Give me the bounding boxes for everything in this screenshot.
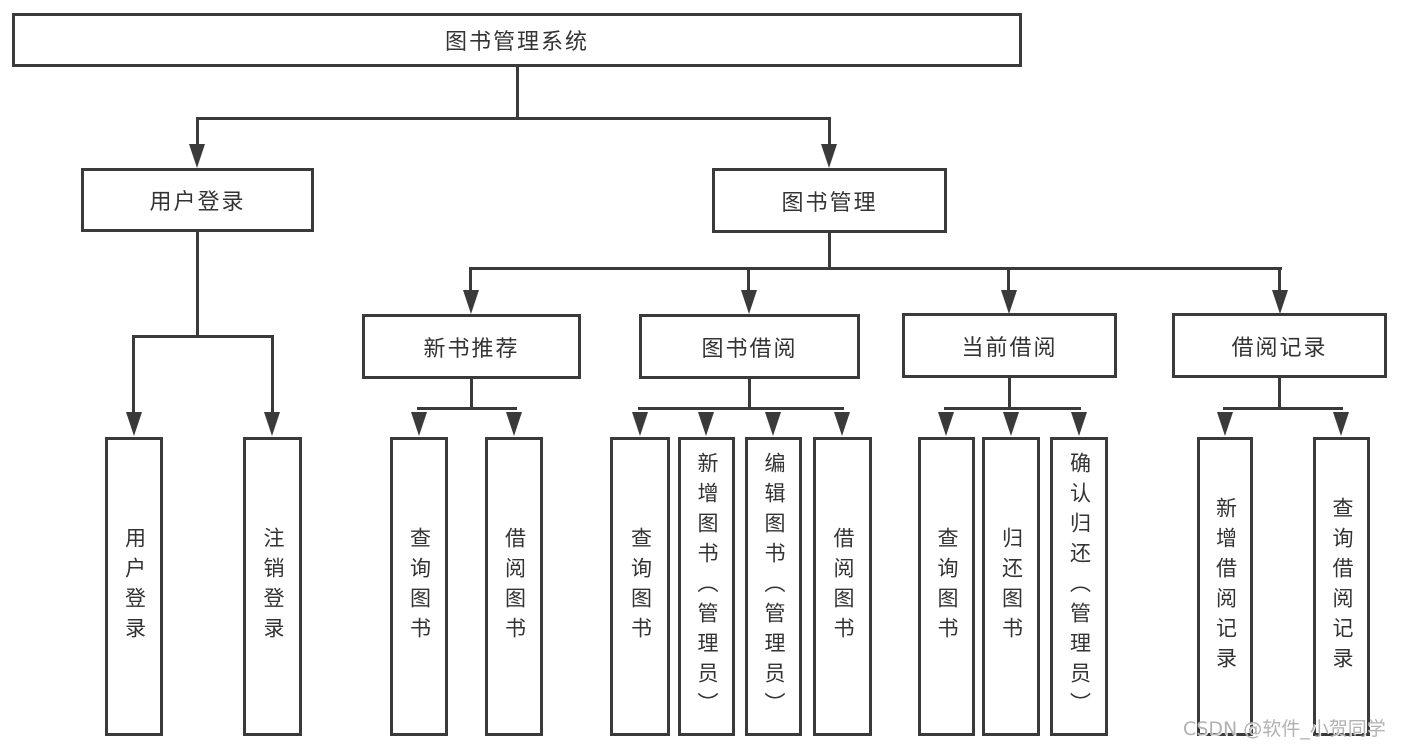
leaf-label: 查询借阅记录 <box>1330 496 1354 677</box>
arrow-down-icon <box>938 412 954 436</box>
leaf-label: 借阅图书 <box>831 526 855 647</box>
node-label: 用户登录 <box>149 190 246 215</box>
leaf-label: 注销登录 <box>261 526 285 647</box>
node-label: 图书管理 <box>781 190 878 216</box>
connector-hline <box>469 267 1282 270</box>
node-current-borrow: 当前借阅 <box>902 313 1117 378</box>
node-book-management: 图书管理 <box>712 168 947 233</box>
connector-hline <box>417 407 517 410</box>
leaf-return-books: 归还图书 <box>982 437 1040 736</box>
leaf-confirm-return-admin: 确认归还（管理员） <box>1050 437 1108 736</box>
arrow-down-icon <box>741 290 757 314</box>
leaf-query-books-borrow: 查询图书 <box>610 437 670 736</box>
connector-vline <box>470 379 473 409</box>
leaf-query-books-recommend: 查询图书 <box>390 437 448 736</box>
leaf-edit-books-admin: 编辑图书（管理员） <box>745 437 802 736</box>
connector-hline <box>1223 407 1343 410</box>
arrow-down-icon <box>1272 290 1288 314</box>
arrow-down-icon <box>632 412 648 436</box>
leaf-query-borrow-record: 查询借阅记录 <box>1313 437 1370 736</box>
node-borrow-records: 借阅记录 <box>1172 313 1387 378</box>
leaf-label: 用户登录 <box>122 526 147 647</box>
connector-vline <box>748 379 751 409</box>
leaf-label: 查询图书 <box>628 526 653 647</box>
leaf-borrow-books-recommend: 借阅图书 <box>485 437 543 736</box>
connector-vline <box>516 66 519 119</box>
leaf-query-books-current: 查询图书 <box>918 437 975 736</box>
arrow-down-icon <box>506 412 522 436</box>
arrow-down-icon <box>411 412 427 436</box>
arrow-down-icon <box>1071 412 1087 436</box>
connector-vline <box>196 232 199 338</box>
node-label: 新书推荐 <box>423 336 520 362</box>
connector-vline <box>1007 267 1010 295</box>
connector-vline <box>469 267 472 295</box>
leaf-label: 新增图书（管理员） <box>695 451 719 722</box>
arrow-down-icon <box>189 144 205 168</box>
arrow-down-icon <box>834 412 850 436</box>
leaf-label: 借阅图书 <box>502 526 527 647</box>
connector-vline <box>1008 378 1011 409</box>
arrow-down-icon <box>765 412 781 436</box>
connector-vline <box>1278 378 1281 409</box>
connector-vline <box>271 335 274 413</box>
leaf-add-books-admin: 新增图书（管理员） <box>678 437 735 736</box>
connector-hline <box>638 407 844 410</box>
node-new-book-recommend: 新书推荐 <box>362 314 581 379</box>
leaf-logout: 注销登录 <box>243 437 302 736</box>
node-library-management-system: 图书管理系统 <box>12 13 1022 67</box>
connector-vline <box>828 233 831 270</box>
leaf-label: 查询图书 <box>407 526 432 647</box>
leaf-user-login: 用户登录 <box>105 437 163 736</box>
leaf-label: 编辑图书（管理员） <box>762 451 786 722</box>
connector-vline <box>132 335 135 413</box>
leaf-label: 确认归还（管理员） <box>1067 451 1092 722</box>
node-book-borrow: 图书借阅 <box>639 314 860 379</box>
node-label: 图书借阅 <box>701 336 798 362</box>
connector-vline <box>828 117 831 147</box>
connector-hline <box>196 117 831 120</box>
arrow-down-icon <box>821 144 837 168</box>
arrow-down-icon <box>264 412 280 436</box>
arrow-down-icon <box>126 412 142 436</box>
node-label: 借阅记录 <box>1231 335 1328 361</box>
csdn-watermark: CSDN @软件_小贺同学 <box>1183 718 1386 740</box>
leaf-add-borrow-record: 新增借阅记录 <box>1197 437 1253 736</box>
arrow-down-icon <box>1003 412 1019 436</box>
connector-vline <box>1278 267 1281 295</box>
node-label: 当前借阅 <box>961 335 1058 361</box>
node-user-login: 用户登录 <box>81 168 314 232</box>
connector-hline <box>944 407 1081 410</box>
connector-hline <box>133 335 274 338</box>
leaf-label: 查询图书 <box>935 526 959 647</box>
arrow-down-icon <box>698 412 714 436</box>
connector-vline <box>747 267 750 295</box>
connector-vline <box>196 117 199 147</box>
arrow-down-icon <box>1001 290 1017 314</box>
arrow-down-icon <box>1333 412 1349 436</box>
node-label: 图书管理系统 <box>444 30 589 55</box>
leaf-borrow-books: 借阅图书 <box>813 437 872 736</box>
leaf-label: 新增借阅记录 <box>1213 496 1238 677</box>
leaf-label: 归还图书 <box>999 526 1024 647</box>
arrow-down-icon <box>463 290 479 314</box>
arrow-down-icon <box>1217 412 1233 436</box>
